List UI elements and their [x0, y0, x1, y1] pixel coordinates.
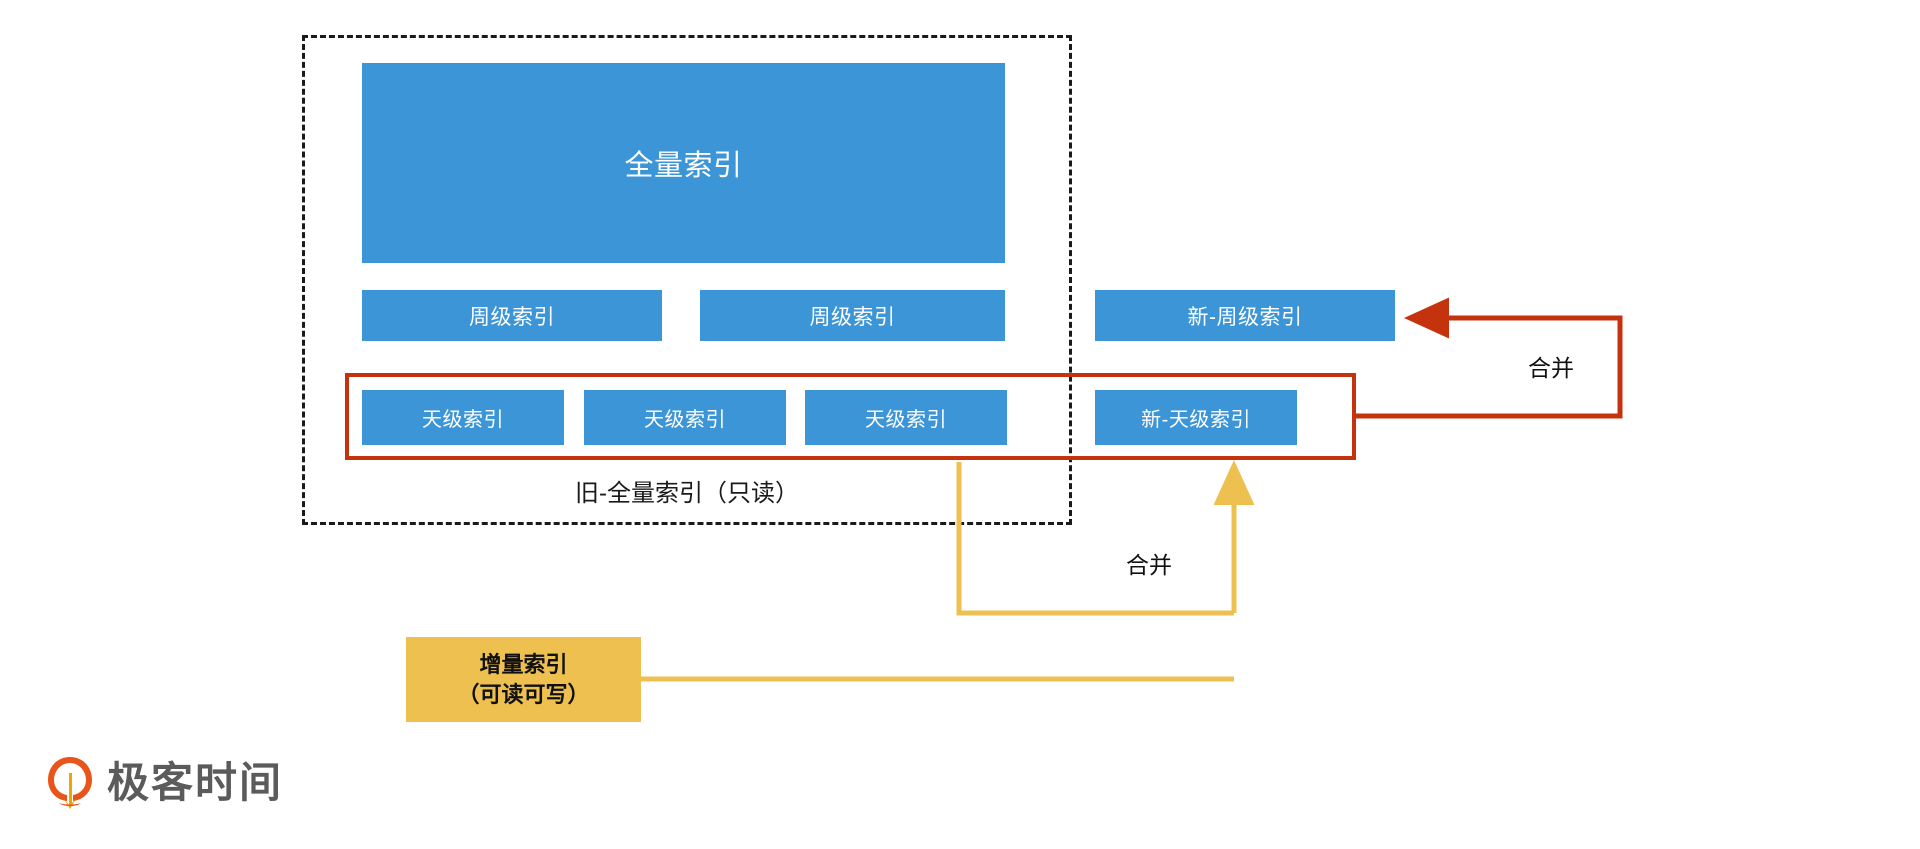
box-day-index-2[interactable]: 天级索引 [584, 390, 786, 445]
box-week-index-1-label: 周级索引 [469, 305, 555, 329]
box-day-index-1-label: 天级索引 [422, 409, 504, 431]
brand-logo-text: 极客时间 [107, 759, 284, 806]
box-day-index-2-label: 天级索引 [644, 409, 726, 431]
merge-connector-red [1356, 297, 1623, 419]
merge-label-week: 合并 [1528, 355, 1574, 381]
old-full-index-group [302, 35, 1072, 525]
box-full-index[interactable]: 全量索引 [362, 63, 1005, 263]
box-week-index-2-label: 周级索引 [809, 305, 896, 329]
box-new-day-index-label: 新-天级索引 [1141, 409, 1251, 431]
brand-logo: 极客时间 [45, 752, 315, 814]
box-incremental-index-line2: （可读可写） [457, 681, 590, 707]
old-full-index-caption: 旧-全量索引（只读） [575, 480, 799, 507]
box-incremental-index[interactable]: 增量索引 （可读可写） [406, 637, 641, 722]
geektime-flame-icon [48, 757, 92, 809]
box-full-index-label: 全量索引 [624, 150, 743, 182]
box-new-day-index[interactable]: 新-天级索引 [1095, 390, 1297, 445]
box-day-index-1[interactable]: 天级索引 [362, 390, 564, 445]
merge-label-day: 合并 [1126, 552, 1172, 578]
box-week-index-1[interactable]: 周级索引 [362, 290, 662, 341]
box-incremental-index-line1: 增量索引 [479, 651, 568, 677]
box-day-index-3-label: 天级索引 [865, 409, 947, 431]
day-index-highlight-rect [345, 373, 1356, 460]
box-new-week-index-label: 新-周级索引 [1187, 305, 1303, 329]
box-new-week-index[interactable]: 新-周级索引 [1095, 290, 1395, 341]
box-week-index-2[interactable]: 周级索引 [700, 290, 1005, 341]
box-day-index-3[interactable]: 天级索引 [805, 390, 1007, 445]
